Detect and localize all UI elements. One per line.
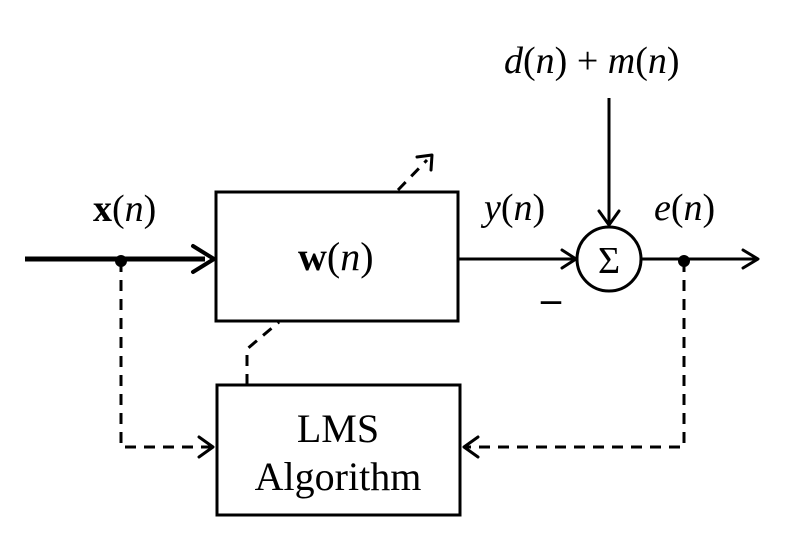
sigma-symbol: Σ [598, 240, 620, 282]
output-label: y(n) [480, 187, 545, 229]
error-feedback-arrowhead [462, 435, 480, 459]
lms-algorithm-block [215, 383, 462, 517]
lms-block-line2: Algorithm [255, 454, 422, 499]
filter-block-label: w(n) [298, 234, 374, 279]
input-to-lms-arrowhead [197, 435, 215, 459]
adaptive-filter-block [214, 190, 460, 323]
lms-block-line1: LMS [297, 406, 379, 451]
input-label: x(n) [93, 188, 156, 230]
input-to-lms-dashed-path [119, 261, 212, 449]
desired-signal-arrowhead [597, 209, 621, 227]
desired-signal-label: d(n) + m(n) [504, 40, 680, 82]
error-label: e(n) [654, 187, 715, 229]
input-arrowhead [191, 244, 216, 274]
error-feedback-dashed-path [466, 261, 686, 449]
minus-sign: – [540, 276, 562, 321]
error-output-arrowhead [741, 248, 760, 270]
adaptation-arrowhead [415, 153, 434, 172]
lms-to-filter-dashed-path [245, 320, 280, 385]
adaptation-arrow-line [396, 158, 429, 192]
